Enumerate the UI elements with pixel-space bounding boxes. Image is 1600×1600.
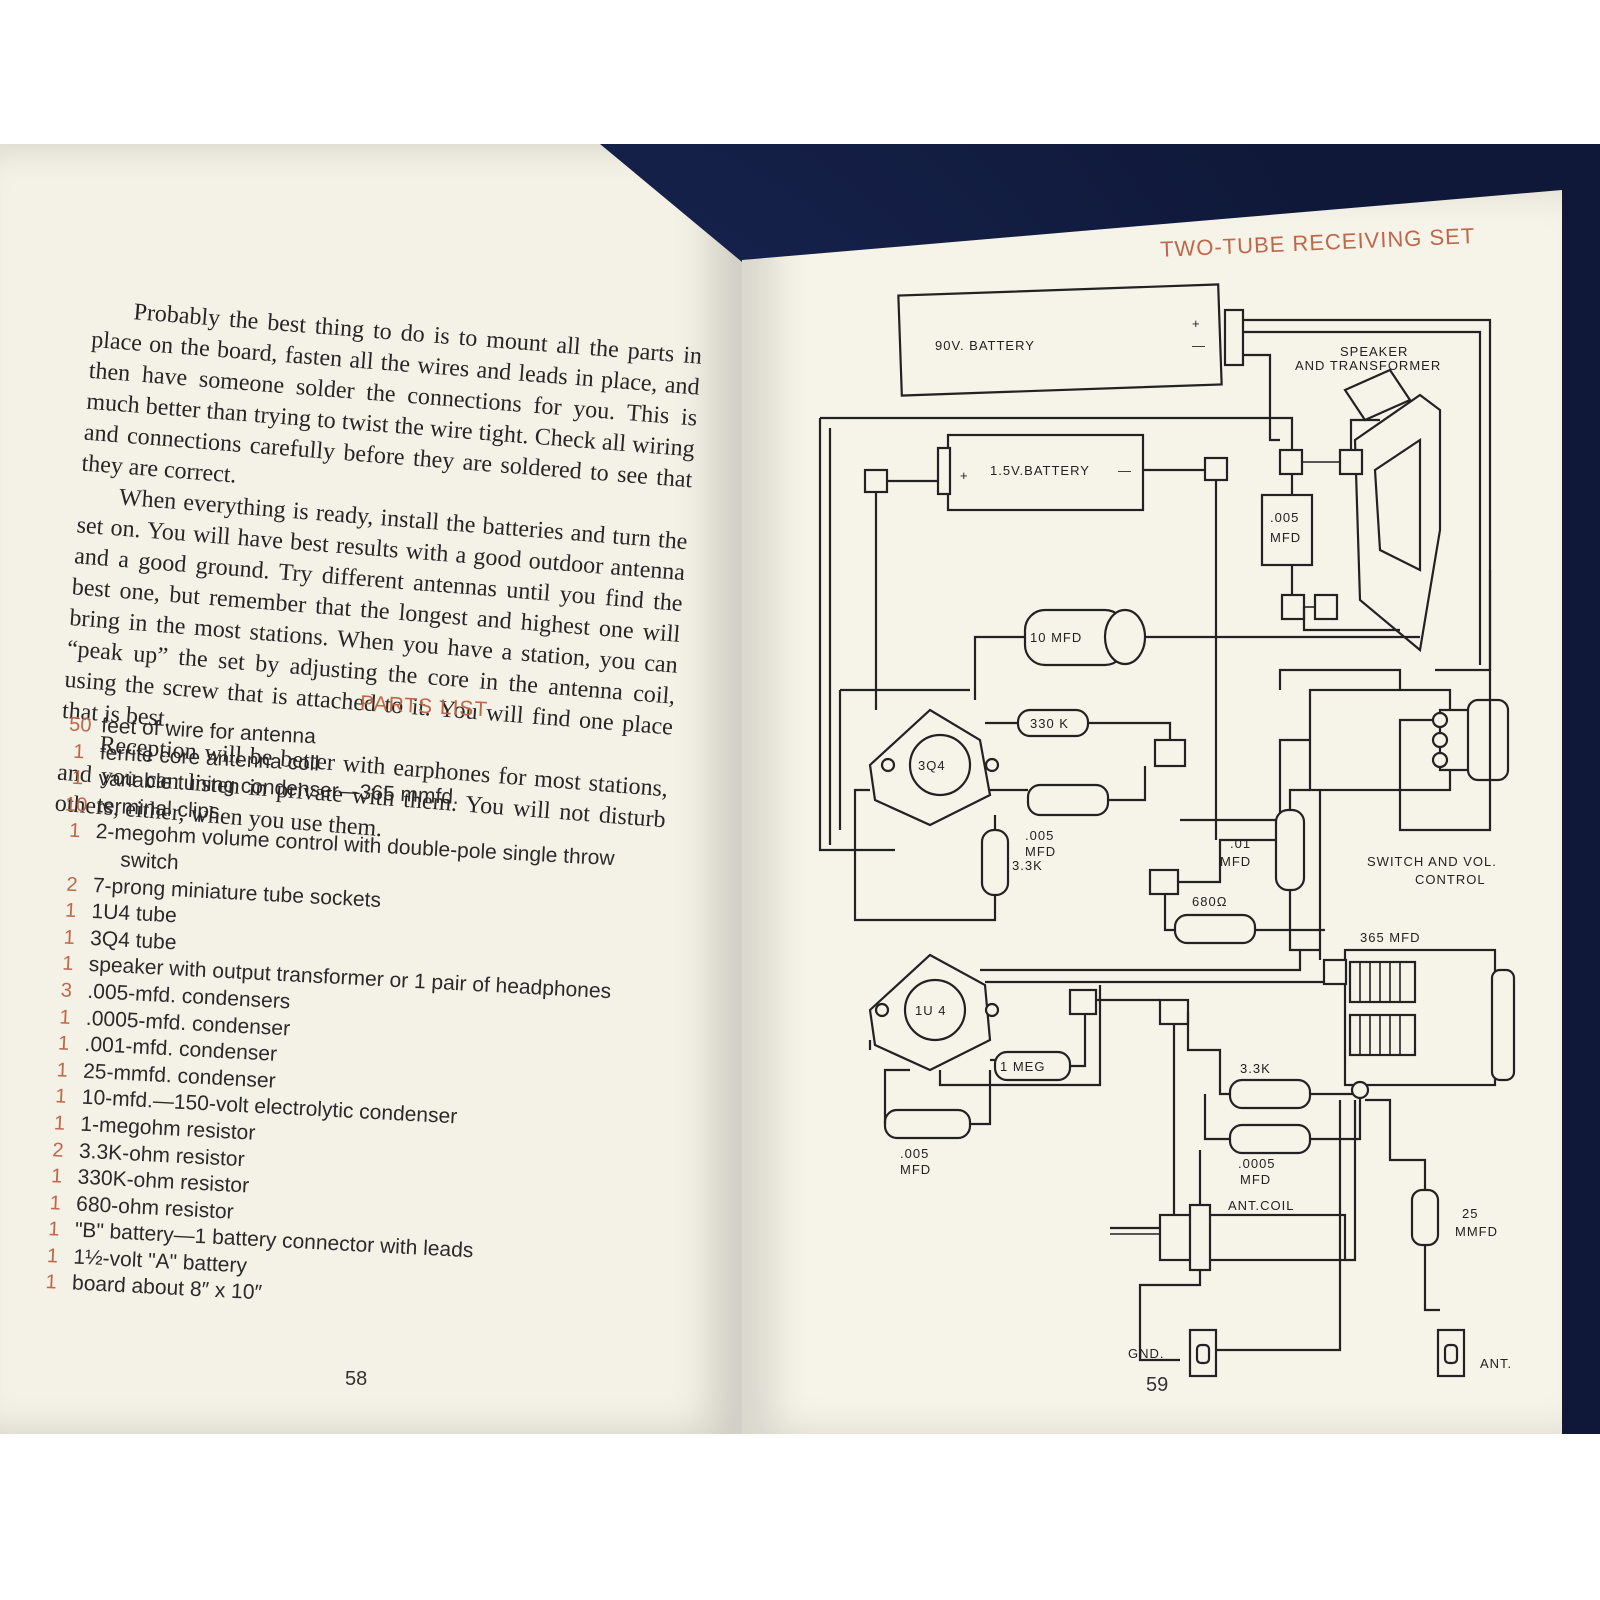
cap-005-top-unit: MFD — [1270, 530, 1301, 545]
capacitor-25mmfd: 25 MMFD — [1410, 1188, 1498, 1247]
part-quantity: 1 — [64, 899, 77, 923]
battery-90v-label: 90V. BATTERY — [935, 338, 1035, 353]
battery-90v-minus: — — [1192, 338, 1206, 353]
part-quantity: 1 — [47, 1218, 61, 1241]
cap-25-value: 25 — [1462, 1206, 1478, 1221]
part-quantity: 1 — [49, 1191, 62, 1215]
capacitor-005-bottom: .005 MFD — [883, 1108, 972, 1177]
cap-005-mid-value: .005 — [1025, 828, 1054, 843]
speaker-transformer-label: AND TRANSFORMER — [1295, 358, 1441, 373]
part-quantity: 1 — [71, 766, 84, 790]
part-quantity: 1 — [63, 926, 76, 949]
battery-1-5v-label: 1.5V.BATTERY — [990, 463, 1090, 478]
part-quantity: 1 — [44, 1271, 58, 1295]
speaker-transformer: SPEAKER AND TRANSFORMER — [1295, 344, 1442, 653]
part-quantity: 3 — [60, 979, 73, 1002]
battery-90v: 90V. BATTERY + — — [897, 283, 1245, 397]
battery-1-5v-plus: + — [960, 468, 969, 483]
part-quantity: 1 — [53, 1112, 66, 1135]
part-quantity: 2 — [51, 1138, 65, 1162]
res-330k-label: 330 K — [1030, 716, 1069, 731]
page-number-left: 58 — [345, 1368, 368, 1390]
resistor-1meg: 1 MEG — [993, 1050, 1072, 1082]
part-quantity: 1 — [50, 1165, 63, 1188]
part-quantity: 1 — [58, 1005, 72, 1029]
tube-3q4-label: 3Q4 — [918, 758, 946, 773]
switch-volume-control: SWITCH AND VOL. CONTROL — [1308, 688, 1510, 887]
part-quantity: 1 — [72, 740, 86, 763]
res-1meg-label: 1 MEG — [1000, 1059, 1045, 1074]
cap-365-label: 365 MFD — [1360, 930, 1420, 945]
res-3-3k-a-label: 3.3K — [1012, 858, 1043, 873]
variable-condenser-365: 365 MFD — [1322, 930, 1516, 1087]
cap-10mfd-label: 10 MFD — [1030, 630, 1082, 645]
switch-label-2: CONTROL — [1415, 872, 1486, 887]
capacitor-10mfd: 10 MFD — [1023, 608, 1147, 667]
part-quantity: 1 — [56, 1059, 69, 1082]
antenna-coil: ANT.COIL — [1110, 1198, 1347, 1272]
page-number-right: 59 — [1146, 1374, 1169, 1396]
ant-coil-label: ANT.COIL — [1228, 1198, 1295, 1213]
wiring-diagram: 90V. BATTERY + — SPEAKER AND TRANSFORMER… — [818, 283, 1516, 1378]
part-quantity: 1 — [68, 820, 81, 843]
part-quantity: 1 — [54, 1085, 67, 1109]
cap-005-top-value: .005 — [1270, 510, 1299, 525]
tube-1u4-label: 1U 4 — [915, 1003, 946, 1018]
cap-0005-value: .0005 — [1238, 1156, 1276, 1171]
part-quantity: 1 — [61, 952, 74, 976]
cap-01-unit: MFD — [1220, 854, 1251, 869]
ground-terminal: GND. — [1128, 1328, 1218, 1378]
part-quantity: 1 — [57, 1032, 70, 1056]
capacitor-005-top: .005 MFD — [1260, 493, 1314, 567]
part-quantity: 10 — [64, 793, 88, 817]
capacitor-01: .01 MFD — [1220, 808, 1306, 892]
battery-90v-plus: + — [1192, 316, 1201, 331]
antenna-terminal: ANT. — [1436, 1328, 1512, 1378]
battery-1-5v: + 1.5V.BATTERY — — [936, 433, 1145, 512]
switch-label-1: SWITCH AND VOL. — [1367, 854, 1497, 869]
resistor-330k: 330 K — [1016, 708, 1090, 738]
tube-socket-3q4: 3Q4 — [868, 708, 1000, 827]
capacitor-005-mid: .005 MFD — [1025, 783, 1110, 859]
gnd-label: GND. — [1128, 1346, 1165, 1361]
cap-005-bot-value: .005 — [900, 1146, 929, 1161]
resistor-3-3k-b: 3.3K — [1228, 1061, 1312, 1110]
resistor-680: 680Ω — [1173, 894, 1257, 945]
part-quantity: 1 — [46, 1244, 59, 1268]
left-page: Probably the best thing to do is to moun… — [0, 144, 742, 1434]
res-680-label: 680Ω — [1192, 894, 1227, 909]
battery-1-5v-minus: — — [1118, 463, 1132, 478]
cap-005-bot-unit: MFD — [900, 1162, 931, 1177]
capacitor-0005: .0005 MFD — [1228, 1123, 1312, 1187]
res-3-3k-b-label: 3.3K — [1240, 1061, 1271, 1076]
cap-01-value: .01 — [1230, 836, 1251, 851]
cap-005-mid-unit: MFD — [1025, 844, 1056, 859]
part-quantity: 2 — [65, 873, 79, 896]
tube-socket-1u4: 1U 4 — [868, 953, 1000, 1072]
cap-25-unit: MMFD — [1455, 1224, 1498, 1239]
speaker-label: SPEAKER — [1340, 344, 1408, 359]
cap-0005-unit: MFD — [1240, 1172, 1271, 1187]
part-quantity: 50 — [68, 713, 93, 737]
ant-label: ANT. — [1480, 1356, 1512, 1371]
